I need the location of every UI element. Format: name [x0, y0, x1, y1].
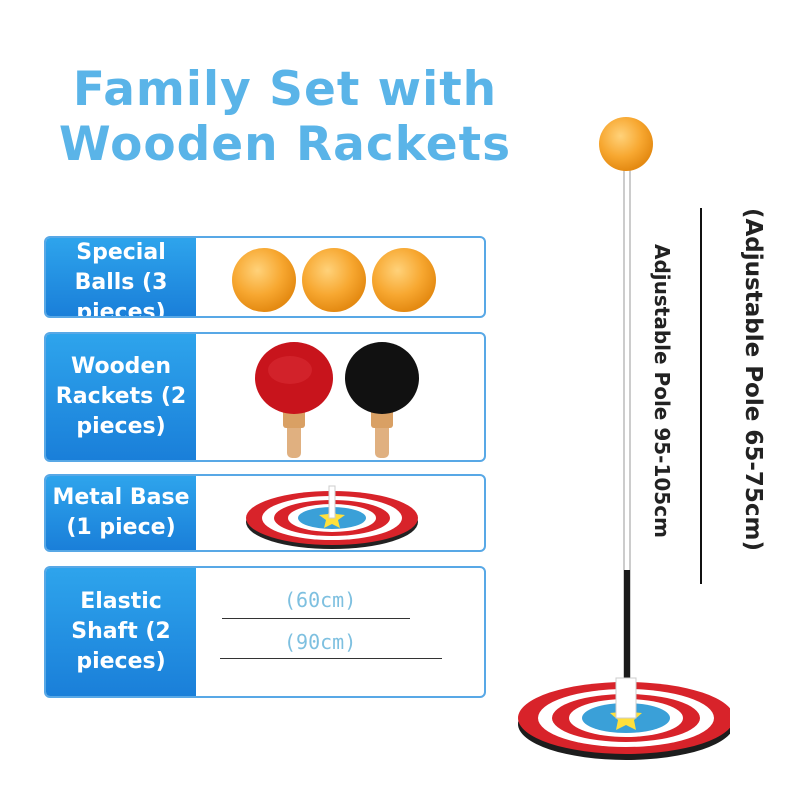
item-label-rackets: Wooden Rackets (2 pieces) — [46, 334, 196, 460]
shaft-image: (60cm) (90cm) — [196, 568, 484, 696]
pole-lower — [624, 570, 630, 688]
item-row-shaft: Elastic Shaft (2 pieces) (60cm) (90cm) — [44, 566, 486, 698]
ball-2 — [302, 248, 366, 312]
shaft-label-90: (90cm) — [284, 630, 357, 654]
pole-label-inner: Adjustable Pole 95-105cm — [650, 244, 674, 538]
shaft-60-line — [222, 618, 410, 619]
item-row-base: Metal Base (1 piece) — [44, 474, 486, 552]
outer-measure-line — [700, 208, 702, 584]
pole-label-outer: (Adjustable Pole 65-75cm) — [740, 208, 766, 552]
rackets-image — [196, 334, 484, 460]
black-racket — [345, 342, 419, 458]
balls-image — [196, 238, 484, 316]
pole-ball — [599, 117, 653, 171]
pole-sleeve — [615, 677, 637, 719]
shaft-label-60: (60cm) — [284, 588, 357, 612]
ping-pong-ball-icon — [232, 248, 436, 312]
item-label-balls-text: Special Balls (3 pieces) — [74, 240, 168, 316]
target-base-icon — [246, 485, 418, 549]
item-label-base-text: Metal Base (1 piece) — [52, 485, 190, 540]
item-label-shaft: Elastic Shaft (2 pieces) — [46, 568, 196, 696]
item-label-base: Metal Base (1 piece) — [46, 476, 196, 550]
base-image — [196, 476, 484, 550]
ball-3 — [372, 248, 436, 312]
item-label-shaft-text: Elastic Shaft (2 pieces) — [71, 589, 171, 674]
red-racket — [255, 342, 333, 458]
item-label-balls: Special Balls (3 pieces) — [46, 238, 196, 316]
item-row-balls: Special Balls (3 pieces) — [44, 236, 486, 318]
ball-1 — [232, 248, 296, 312]
item-row-rackets: Wooden Rackets (2 pieces) — [44, 332, 486, 462]
title-line-1: Family Set with — [72, 62, 498, 117]
shaft-90-line — [220, 658, 442, 659]
item-label-rackets-text: Wooden Rackets (2 pieces) — [55, 354, 187, 439]
page-title: Family Set with Wooden Rackets — [40, 62, 530, 172]
product-pole-image — [518, 117, 730, 760]
title-line-2: Wooden Rackets — [58, 117, 512, 172]
racket-icon — [255, 342, 419, 458]
